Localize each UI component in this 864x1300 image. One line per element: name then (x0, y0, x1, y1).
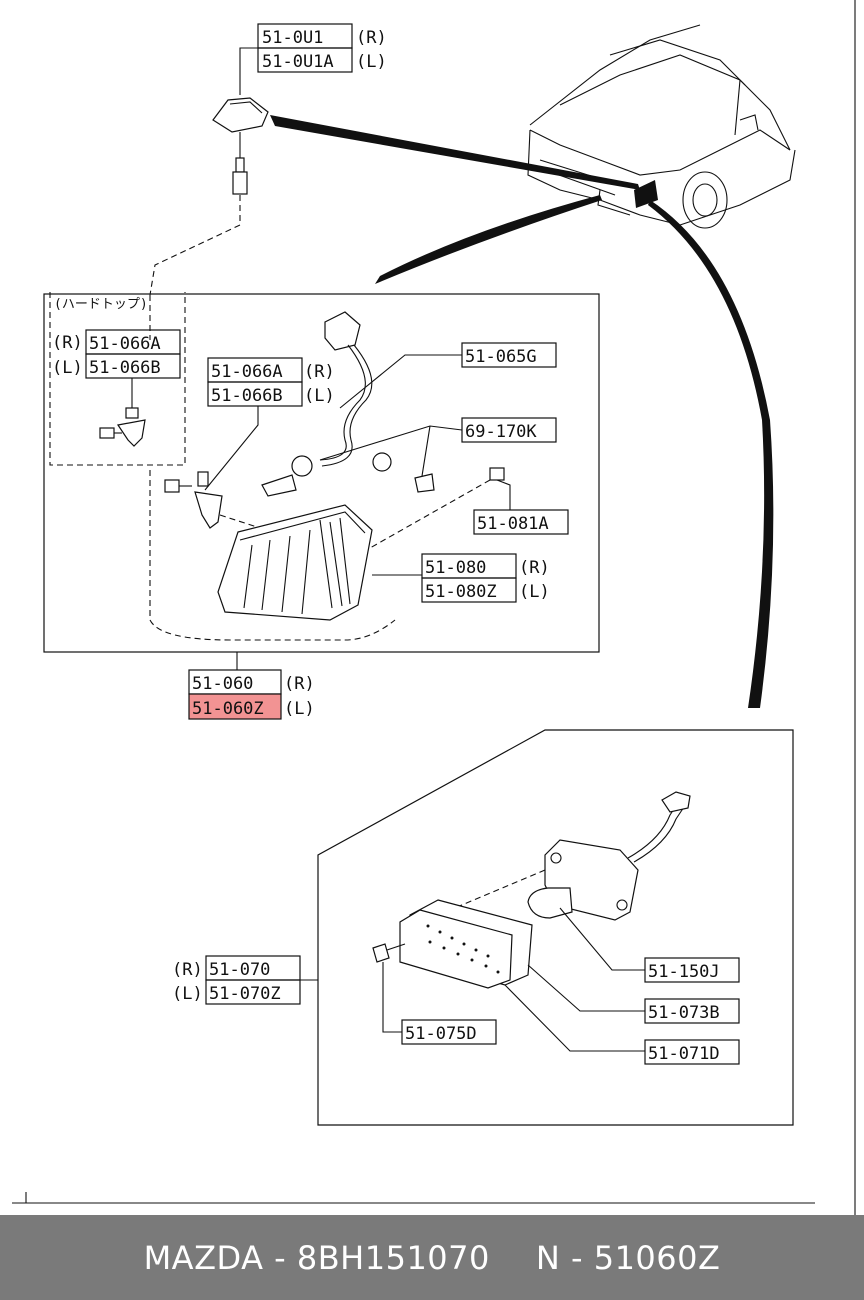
label-box-075d (401, 1019, 497, 1045)
label-510u1a: 51-0U1A (262, 52, 334, 72)
label-box-081a (473, 509, 569, 535)
label-060-side: (R) (284, 674, 315, 694)
label-066a: 51-066A (211, 362, 283, 382)
side-marker-frame (317, 729, 794, 1126)
dashed-link-top (149, 195, 241, 296)
label-box-071d (644, 1039, 740, 1065)
label-box-060z (188, 693, 282, 720)
label-066b-side: (L) (304, 386, 335, 406)
highlight-060z (189, 694, 281, 719)
label-box-073b (644, 998, 740, 1024)
label-510u1: 51-0U1 (262, 28, 323, 48)
label-080z-side: (L) (519, 582, 550, 602)
label-box-510u1a (257, 47, 353, 73)
hardtop-r: (R) (52, 333, 83, 353)
lamp-bracket (164, 471, 261, 529)
label-box-080z (421, 577, 517, 603)
label-066a-side: (R) (304, 362, 335, 382)
dashed-link-lamp (149, 295, 396, 641)
lamp-harness (261, 311, 463, 497)
car-illustration (527, 24, 796, 229)
label-065g: 51-065G (465, 347, 537, 367)
label-073b: 51-073B (648, 1003, 720, 1023)
footer-part-number: MAZDA - 8BH151070 (143, 1238, 490, 1277)
leader-curve-right (648, 200, 774, 708)
label-69170k: 69-170K (465, 422, 537, 442)
side-marker-lamp (372, 791, 691, 989)
label-081a: 51-081A (477, 514, 549, 534)
label-box-150j (644, 957, 740, 983)
leader-curve-mid (375, 195, 602, 284)
label-box-070z (205, 979, 301, 1005)
parts-diagram: 51-0U1 51-0U1A (R) (L) (ハードトップ) (R) (L) … (12, 0, 856, 1215)
front-lamp-frame (43, 293, 600, 653)
label-510u1-side: (R) (356, 28, 387, 48)
label-150j: 51-150J (648, 962, 720, 982)
label-066b: 51-066B (211, 386, 283, 406)
label-box-066b (207, 381, 303, 407)
label-070: 51-070 (209, 960, 270, 980)
label-box-hardtop-066b (85, 353, 181, 379)
leader-curve-top (270, 115, 640, 190)
label-080-side: (R) (519, 558, 550, 578)
label-080z: 51-080Z (425, 582, 497, 602)
hardtop-note: (ハードトップ) (54, 297, 148, 312)
hardtop-l: (L) (52, 358, 83, 378)
label-071d: 51-071D (648, 1044, 720, 1064)
label-070z-side: (L) (172, 984, 203, 1004)
hardtop-inset (49, 292, 186, 466)
label-060: 51-060 (192, 674, 253, 694)
label-060z-side: (L) (284, 699, 315, 719)
label-box-69170k (461, 417, 557, 443)
label-box-065g (461, 342, 557, 368)
side-lamp-top (212, 47, 269, 195)
label-075d: 51-075D (405, 1024, 477, 1044)
footer-bar: MAZDA - 8BH151070 N - 51060Z (0, 1215, 864, 1300)
label-060z: 51-060Z (192, 699, 264, 719)
front-lamp-lens (217, 504, 373, 621)
hardtop-bracket (99, 407, 146, 447)
label-hardtop-066b: 51-066B (89, 358, 161, 378)
label-070z: 51-070Z (209, 984, 281, 1004)
label-hardtop-066a: 51-066A (89, 334, 161, 354)
label-080: 51-080 (425, 558, 486, 578)
footer-reference: N - 51060Z (535, 1238, 721, 1277)
label-070-side: (R) (172, 960, 203, 980)
screw-081a (369, 467, 511, 549)
label-510u1a-side: (L) (356, 52, 387, 72)
